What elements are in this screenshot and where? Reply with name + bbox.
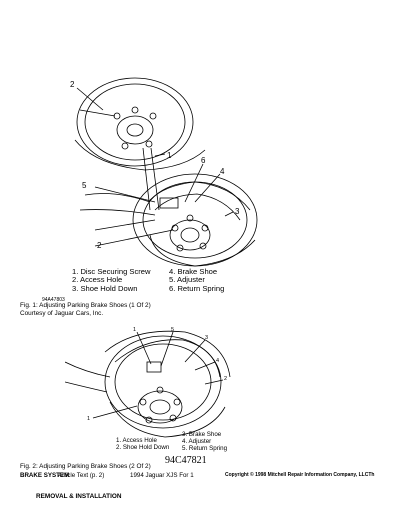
legend-item: 3. Shoe Hold Down	[72, 283, 138, 293]
figure-2-illustration: 1 5 3 4 2 1	[65, 327, 231, 438]
figure-1-reference: 94A47803	[42, 297, 65, 303]
figure-2-reference: 94C47821	[165, 455, 207, 466]
upper-hub	[116, 115, 154, 145]
lower-backing-plate	[132, 173, 258, 267]
fig2-callout-5: 5	[171, 327, 174, 333]
legend-item: 4. Brake Shoe	[169, 267, 218, 276]
fig1-callout-2-bottom: 2	[97, 241, 102, 250]
fig2-callout-1-top: 1	[133, 327, 136, 333]
upper-disc	[76, 77, 194, 167]
legend-item: 3. Brake Shoe	[182, 431, 222, 438]
hub	[137, 390, 183, 424]
figure-1-courtesy: Courtesy of Jaguar Cars, Inc.	[20, 310, 104, 317]
figure-2-legend: 1. Access Hole 2. Shoe Hold Down 3. Brak…	[116, 431, 256, 462]
legend-item: 5. Adjuster	[169, 275, 205, 285]
fig1-callout-2-top: 2	[70, 80, 75, 89]
fig1-callout-1: 1	[167, 151, 172, 160]
lower-hub	[169, 219, 211, 251]
fig1-callout-3: 3	[235, 207, 240, 216]
section-heading: REMOVAL & INSTALLATION	[36, 493, 122, 500]
footer-section-title: BRAKE SYSTEM	[20, 472, 70, 479]
figure-1-illustration: 2 1 6 4 5 3 2	[70, 77, 258, 267]
legend-item: 2. Access Hole	[72, 275, 123, 285]
legend-item: 1. Access Hole	[116, 437, 157, 444]
fig2-callout-3: 3	[205, 335, 208, 341]
legend-item: 6. Return Spring	[169, 283, 225, 293]
legend-item: 1. Disc Securing Screw	[72, 267, 151, 276]
fig2-callout-2: 2	[224, 376, 227, 382]
fig2-callout-4: 4	[216, 358, 219, 364]
fig2-callout-1-bottom: 1	[87, 416, 90, 422]
fig1-callout-4: 4	[220, 167, 225, 176]
figure-1-legend: 1. Disc Securing Screw 2. Access Hole 3.…	[72, 267, 262, 298]
legend-item: 2. Shoe Hold Down	[116, 443, 170, 451]
footer-vehicle: 1994 Jaguar XJS For 1	[130, 472, 194, 479]
footer-article-label: Article Text (p. 2)	[58, 472, 105, 479]
fig1-callout-6: 6	[201, 156, 206, 165]
legend-item: 5. Return Spring	[182, 444, 228, 452]
backing-plate	[104, 335, 222, 429]
legend-item: 4. Adjuster	[182, 437, 212, 445]
fig1-callout-5: 5	[82, 181, 87, 190]
figure-1-caption: Fig. 1: Adjusting Parking Brake Shoes (1…	[20, 302, 151, 309]
figure-2-caption: Fig. 2: Adjusting Parking Brake Shoes (2…	[20, 463, 151, 470]
footer-copyright: Copyright © 1998 Mitchell Repair Informa…	[225, 472, 375, 478]
